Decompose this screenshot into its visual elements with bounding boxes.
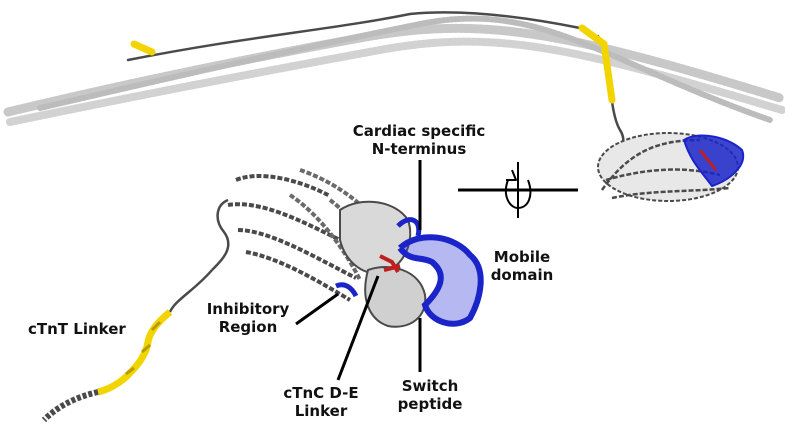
label-inhibitory-region-line2: Region [218,318,278,336]
thin-filament [3,11,785,177]
label-mobile-domain-line2: domain [490,266,554,284]
rotated-de-linker [698,149,718,171]
label-mobile-domain: Mobile domain [482,248,562,284]
label-ctnt-linker-line1: cTnT Linker [28,320,126,338]
label-ctnt-linker: cTnT Linker [28,320,126,338]
ctnt-linker-tail [41,269,213,423]
label-inhibitory-region-line1: Inhibitory [206,300,290,318]
core-helices-left [227,173,357,302]
label-mobile-domain-line1: Mobile [493,248,551,266]
label-switch-peptide-line2: peptide [397,395,463,413]
ctnt-linker-top-left [130,40,156,56]
c-lobe-core [364,266,427,328]
label-cardiac-n-terminus-line2: N-terminus [371,140,467,158]
label-switch-peptide-line1: Switch [401,377,459,395]
tropomyosin-strand-2 [6,37,785,126]
tropomyosin-strand-3 [37,15,773,123]
pointer-inhibitory-region [295,292,339,326]
pointer-lines [295,160,578,381]
troponin-rotated-view [597,132,745,202]
label-cardiac-n-terminus: Cardiac specific N-terminus [334,122,504,158]
mobile-domain-chain [397,234,484,327]
label-cardiac-n-terminus-line1: Cardiac specific [352,122,486,140]
label-ctnc-de-linker-line1: cTnC D-E [283,384,359,402]
tnt-backbone-to-linker [168,269,213,313]
troponin-complex-main [211,168,484,328]
troponin-t-chain-upper [126,11,582,62]
inhibitory-region-chain [334,282,359,298]
label-inhibitory-region: Inhibitory Region [198,300,298,336]
rotate-arrow-icon [504,162,532,218]
label-ctnc-de-linker: cTnC D-E Linker [276,384,366,420]
ctnc-de-linker [379,254,401,274]
label-switch-peptide: Switch peptide [388,377,472,413]
n-terminus-coil [211,198,230,271]
ctnt-linker-top-right [578,24,616,104]
pointer-ctnc-de-linker [336,275,380,381]
label-ctnc-de-linker-line2: Linker [294,402,348,420]
ctnt-linker-helix-shading [125,320,162,376]
rotated-mobile-domain [682,134,745,188]
cardiac-n-terminus-chain [396,217,422,237]
tnt-tail-coil [41,389,99,423]
